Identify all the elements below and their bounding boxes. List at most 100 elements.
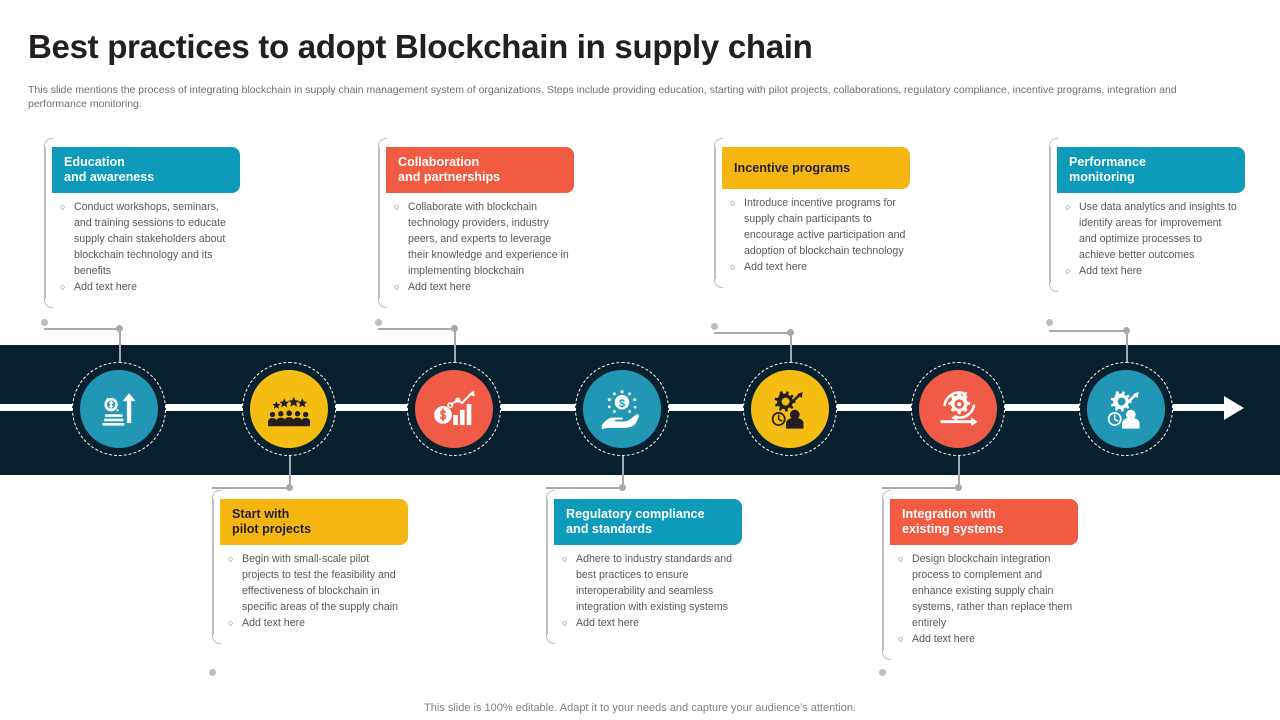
timeline-node-collaboration-and-partnerships[interactable]: $ [407,362,501,456]
card-rail-top-cap [714,138,723,147]
card-left-rail [1049,147,1051,283]
bullet-circle-icon: ○ [898,634,904,644]
timeline-node-integration-with-existing-systems[interactable] [911,362,1005,456]
card-title-line-2: existing systems [902,522,1004,536]
connector-horizontal [1049,330,1126,332]
connector-vertical [1126,330,1128,362]
growth-chart-icon: $ [415,370,493,448]
gear-person-icon [751,370,829,448]
connector-vertical [454,328,456,362]
svg-text:$: $ [619,398,625,410]
connector-horizontal [546,487,622,489]
timeline-node-incentive-programs[interactable] [743,362,837,456]
card-bullet-item: ○Add text here [730,259,906,275]
bullet-circle-icon: ○ [1065,202,1071,212]
card-rail-end-dot [1046,319,1053,326]
card-bullet-item: ○ Add text here [562,615,738,631]
card-bullet-text: Introduce incentive programs for supply … [744,197,906,257]
card-rail-top-cap [378,138,387,147]
card-bullet-item: ○Design blockchain integration process t… [898,551,1074,631]
bullet-circle-icon: ○ [562,618,568,628]
svg-text:$: $ [440,408,447,422]
card-bullet-item: ○ Add text here [394,279,570,295]
card-left-rail [882,499,884,651]
card-bullet-text: Add text here [408,281,472,293]
card-rail-end-dot [711,323,718,330]
step-card-incentive-programs[interactable]: Incentive programs ○ Introduce incentive p… [714,138,910,288]
connector-dot [618,484,626,492]
card-rail-top-cap [882,490,891,499]
bullet-circle-icon: ○ [730,262,736,272]
timeline-node-regulatory-compliance-and-standards[interactable]: $ [575,362,669,456]
card-bullet-item: ○Add text here [60,279,236,295]
connector-vertical [622,456,624,487]
card-bullet-list: ○Design blockchain integration process t… [890,545,1078,651]
bullet-circle-icon: ○ [228,618,234,628]
card-bullet-text: Conduct workshops, seminars, and trainin… [74,201,226,277]
bullet-circle-icon: ○ [898,554,904,564]
connector-dot [450,325,458,333]
card-bullet-text: Add text here [912,633,976,645]
card-bullet-list: ○ Conduct workshops, seminars, and traini… [52,193,240,299]
bullet-circle-icon: ○ [730,198,736,208]
team-rating-icon [250,370,328,448]
card-title-line-1: Start with [232,507,290,521]
card-bullet-text: Add text here [576,617,640,629]
connector-horizontal [44,328,119,330]
card-bullet-text: Add text here [74,281,138,293]
card-bullet-text: Adhere to industry standards and best pr… [576,553,733,613]
card-header-incentive-programs: Incentive programs [722,147,910,189]
connector-horizontal [378,328,454,330]
connector-vertical [119,328,121,362]
card-rail-bottom-cap [212,635,221,644]
card-rail-end-dot [375,319,382,326]
card-rail-bottom-cap [44,299,53,308]
card-rail-top-cap [546,490,555,499]
card-rail-bottom-cap [546,635,555,644]
card-left-rail [714,147,716,279]
card-rail-bottom-cap [1049,283,1058,292]
connector-dot [115,325,123,333]
connector-vertical [289,456,291,487]
card-bullet-item: ○Add text here [228,615,404,631]
card-bullet-item: ○ Conduct workshops, seminars, and traini… [60,199,236,279]
card-rail-bottom-cap [378,299,387,308]
card-rail-top-cap [212,490,221,499]
card-bullet-text: Use data analytics and insights to ident… [1079,201,1237,261]
card-rail-top-cap [1049,138,1058,147]
card-title-line-1: Integration with [902,507,996,521]
card-rail-end-dot [41,319,48,326]
connector-dot [954,484,962,492]
page-title: Best practices to adopt Blockchain in su… [28,28,813,65]
card-title-line-1: Performance [1069,155,1146,169]
card-rail-bottom-cap [714,279,723,288]
card-rail-end-dot [879,669,886,676]
card-bullet-item: ○Begin with small-scale pilot projects t… [228,551,404,615]
card-rail-end-dot [209,669,216,676]
timeline-node-performance-monitoring[interactable] [1079,362,1173,456]
card-bullet-item: ○ Use data analytics and insights to iden… [1065,199,1241,263]
connector-horizontal [714,332,790,334]
timeline-node-education-and-awareness[interactable] [72,362,166,456]
card-left-rail [44,147,46,299]
bullet-circle-icon: ○ [1065,266,1071,276]
bullet-circle-icon: ○ [60,202,66,212]
card-bullet-list: ○ Adhere to industry standards and best p… [554,545,742,635]
gear-analytics-person-icon [1087,370,1165,448]
connector-horizontal [212,487,289,489]
card-bullet-list: ○Begin with small-scale pilot projects t… [220,545,408,635]
card-title-line-2: and standards [566,522,653,536]
timeline-node-start-with-pilot-projects[interactable] [242,362,336,456]
bullet-circle-icon: ○ [394,282,400,292]
card-bullet-list: ○ Use data analytics and insights to iden… [1057,193,1245,283]
gear-cycle-icon [919,370,997,448]
